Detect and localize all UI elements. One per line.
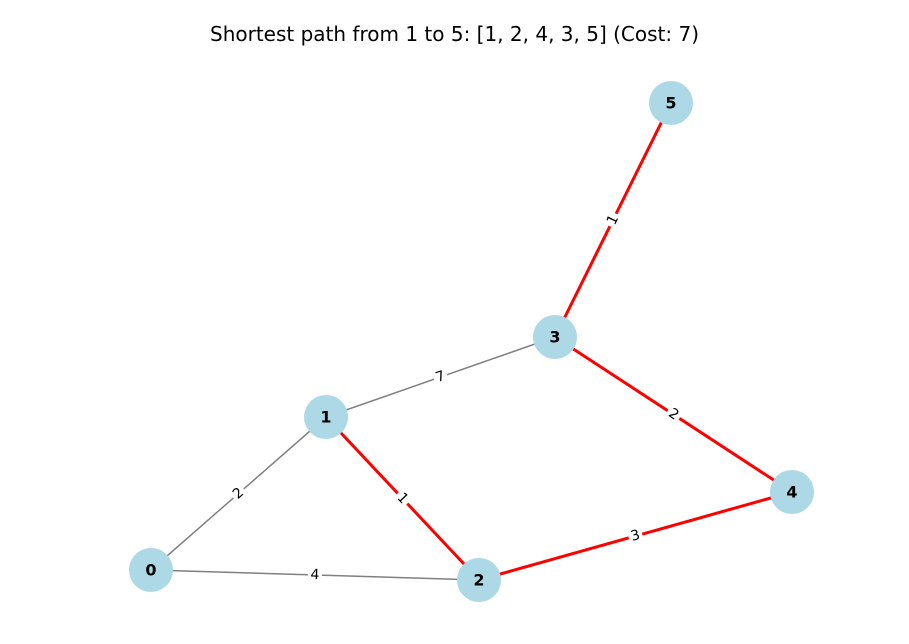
edge-label-bg-2-4: [626, 525, 645, 547]
node-label-1: 1: [320, 408, 331, 427]
node-0: [129, 548, 173, 592]
node-label-4: 4: [786, 483, 797, 502]
edge-label-bg-0-1: [227, 482, 250, 505]
edge-label-bg-0-2: [307, 565, 323, 585]
edges-layer: [150, 102, 793, 582]
node-3: [533, 315, 577, 359]
edge-label-bg-1-3: [430, 366, 451, 388]
page-title: Shortest path from 1 to 5: [1, 2, 4, 3, …: [210, 22, 699, 46]
node-label-3: 3: [549, 328, 560, 347]
edge-label-bg-3-4: [662, 403, 685, 426]
node-1: [304, 395, 348, 439]
node-4: [770, 470, 814, 514]
node-label-0: 0: [145, 561, 156, 580]
node-5: [649, 81, 693, 125]
nodes-layer: 0 1 2 3 4 5: [129, 81, 814, 602]
node-label-2: 2: [473, 571, 484, 590]
node-2: [457, 558, 501, 602]
edge-label-bg-3-5: [601, 209, 625, 231]
edge-label-bg-1-2: [391, 487, 414, 510]
edge-weight-label-2-4: 3: [629, 527, 642, 545]
edge-weight-label-0-2: 4: [310, 567, 319, 583]
node-label-5: 5: [665, 94, 676, 113]
